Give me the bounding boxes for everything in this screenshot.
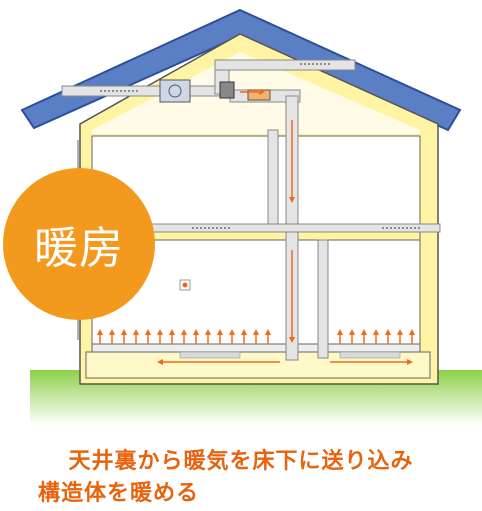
- warm-air-flow: [157, 89, 413, 365]
- heater-icon: [219, 81, 271, 101]
- air-flow-arrow-icon: [97, 329, 415, 344]
- caption-line-1: 天井裏から暖気を床下に送り込み: [68, 449, 414, 474]
- underfloor-heating-elements: [179, 351, 401, 359]
- heating-badge: 暖房: [3, 168, 155, 320]
- return-air-flow: [100, 63, 420, 229]
- badge-label: 暖房: [34, 223, 124, 274]
- fan-unit-icon: [159, 79, 191, 103]
- caption-line-2: 構造体を暖める: [38, 481, 200, 506]
- small-fire-icon: [179, 279, 191, 291]
- house-heating-diagram: [20, 8, 482, 425]
- ground-floor: [91, 343, 421, 353]
